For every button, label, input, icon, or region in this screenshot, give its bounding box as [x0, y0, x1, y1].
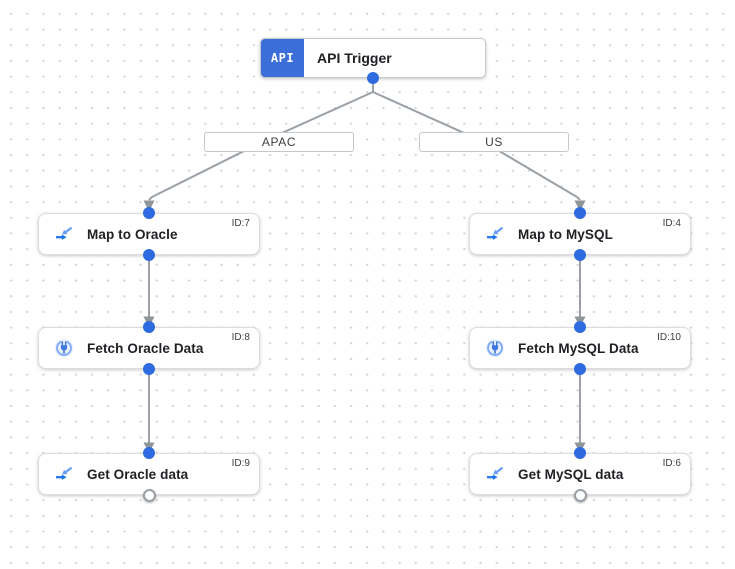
data-mapping-icon: [56, 226, 73, 240]
output-port-fetch-oracle-data[interactable]: [143, 363, 155, 375]
input-port-map-to-oracle[interactable]: [143, 207, 155, 219]
task-title: Fetch Oracle Data: [87, 340, 204, 356]
data-mapping-icon: [487, 466, 504, 480]
input-port-get-oracle-data[interactable]: [143, 447, 155, 459]
connector-icon: [55, 339, 73, 357]
trigger-title: API Trigger: [317, 50, 392, 66]
api-badge-icon: API: [261, 39, 304, 77]
data-mapping-icon: [56, 466, 73, 480]
task-id-badge: ID:7: [231, 218, 250, 229]
node-map-to-oracle[interactable]: Map to Oracle ID:7: [38, 213, 260, 255]
add-connection-port-get-mysql-data[interactable]: [573, 488, 587, 502]
branch-label-us[interactable]: US: [419, 132, 569, 152]
output-port-api-trigger[interactable]: [367, 72, 379, 84]
node-api-trigger[interactable]: API API Trigger: [260, 38, 486, 78]
output-port-map-to-mysql[interactable]: [574, 249, 586, 261]
arrowhead: [143, 200, 155, 212]
task-title: Map to Oracle: [87, 226, 178, 242]
task-id-badge: ID:4: [662, 218, 681, 229]
task-id-badge: ID:8: [231, 332, 250, 343]
task-id-badge: ID:9: [231, 458, 250, 469]
task-title: Get Oracle data: [87, 466, 189, 482]
input-port-fetch-mysql-data[interactable]: [574, 321, 586, 333]
task-title: Get MySQL data: [518, 466, 624, 482]
arrowhead: [574, 200, 586, 212]
branch-label-apac[interactable]: APAC: [204, 132, 354, 152]
data-mapping-icon: [487, 226, 504, 240]
task-id-badge: ID:10: [657, 332, 681, 343]
output-port-map-to-oracle[interactable]: [143, 249, 155, 261]
input-port-get-mysql-data[interactable]: [574, 447, 586, 459]
output-port-fetch-mysql-data[interactable]: [574, 363, 586, 375]
input-port-map-to-mysql[interactable]: [574, 207, 586, 219]
connector-icon: [486, 339, 504, 357]
task-title: Map to MySQL: [518, 226, 613, 242]
task-id-badge: ID:6: [662, 458, 681, 469]
branch-label-text: US: [485, 135, 503, 149]
add-connection-port-get-oracle-data[interactable]: [142, 488, 156, 502]
task-title: Fetch MySQL Data: [518, 340, 639, 356]
node-fetch-oracle-data[interactable]: Fetch Oracle Data ID:8: [38, 327, 260, 369]
branch-label-text: APAC: [261, 135, 297, 149]
input-port-fetch-oracle-data[interactable]: [143, 321, 155, 333]
